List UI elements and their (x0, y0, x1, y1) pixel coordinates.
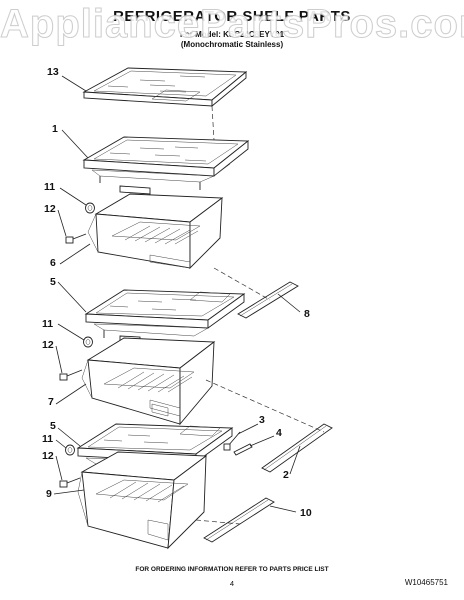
ordering-info-note: FOR ORDERING INFORMATION REFER TO PARTS … (135, 566, 329, 573)
document-number: W10465751 (404, 578, 448, 587)
shelf-1 (82, 136, 250, 195)
drawer-9 (77, 451, 208, 550)
callout-11: 11 (44, 181, 56, 193)
page-number: 4 (229, 579, 235, 588)
drawer-6 (87, 193, 224, 270)
callout-6: 6 (50, 257, 56, 269)
callout-5: 5 (50, 420, 56, 432)
callout-2: 2 (283, 469, 289, 481)
cam-11-middle (83, 336, 93, 348)
rail-10 (203, 497, 275, 543)
shelf-13 (82, 67, 248, 107)
callout-10: 10 (300, 507, 312, 519)
callout-4: 4 (276, 427, 282, 439)
leader-lines (53, 75, 301, 513)
cam-11-lower (65, 444, 75, 456)
page-title: REFRIGERATOR SHELF PARTS (113, 8, 351, 25)
rail-2 (261, 423, 333, 473)
callout-9: 9 (46, 488, 52, 500)
callout-12: 12 (44, 203, 56, 215)
callout-3: 3 (259, 414, 265, 426)
rail-8 (237, 281, 299, 319)
callout-5: 5 (50, 276, 56, 288)
drawer-7 (81, 337, 216, 426)
screw-12-lower (59, 477, 81, 488)
callout-8: 8 (304, 308, 310, 320)
finish-line: (Monochromatic Stainless) (180, 40, 284, 49)
assembly-guide-lines (195, 105, 325, 525)
callout-11: 11 (42, 433, 54, 445)
callout-13: 13 (47, 66, 59, 78)
callout-12: 12 (42, 339, 54, 351)
screw-12-middle (59, 369, 83, 381)
callout-1: 1 (52, 123, 58, 135)
model-line: For Model: KSC24C8EYY01 (179, 30, 285, 39)
shelf-5-upper (84, 289, 246, 348)
screw-3 (223, 431, 241, 451)
callout-7: 7 (48, 396, 54, 408)
pin-4 (233, 443, 253, 456)
callout-12: 12 (42, 450, 54, 462)
callout-11: 11 (42, 318, 54, 330)
screw-12-upper (65, 233, 87, 244)
cam-11-upper (85, 202, 95, 214)
